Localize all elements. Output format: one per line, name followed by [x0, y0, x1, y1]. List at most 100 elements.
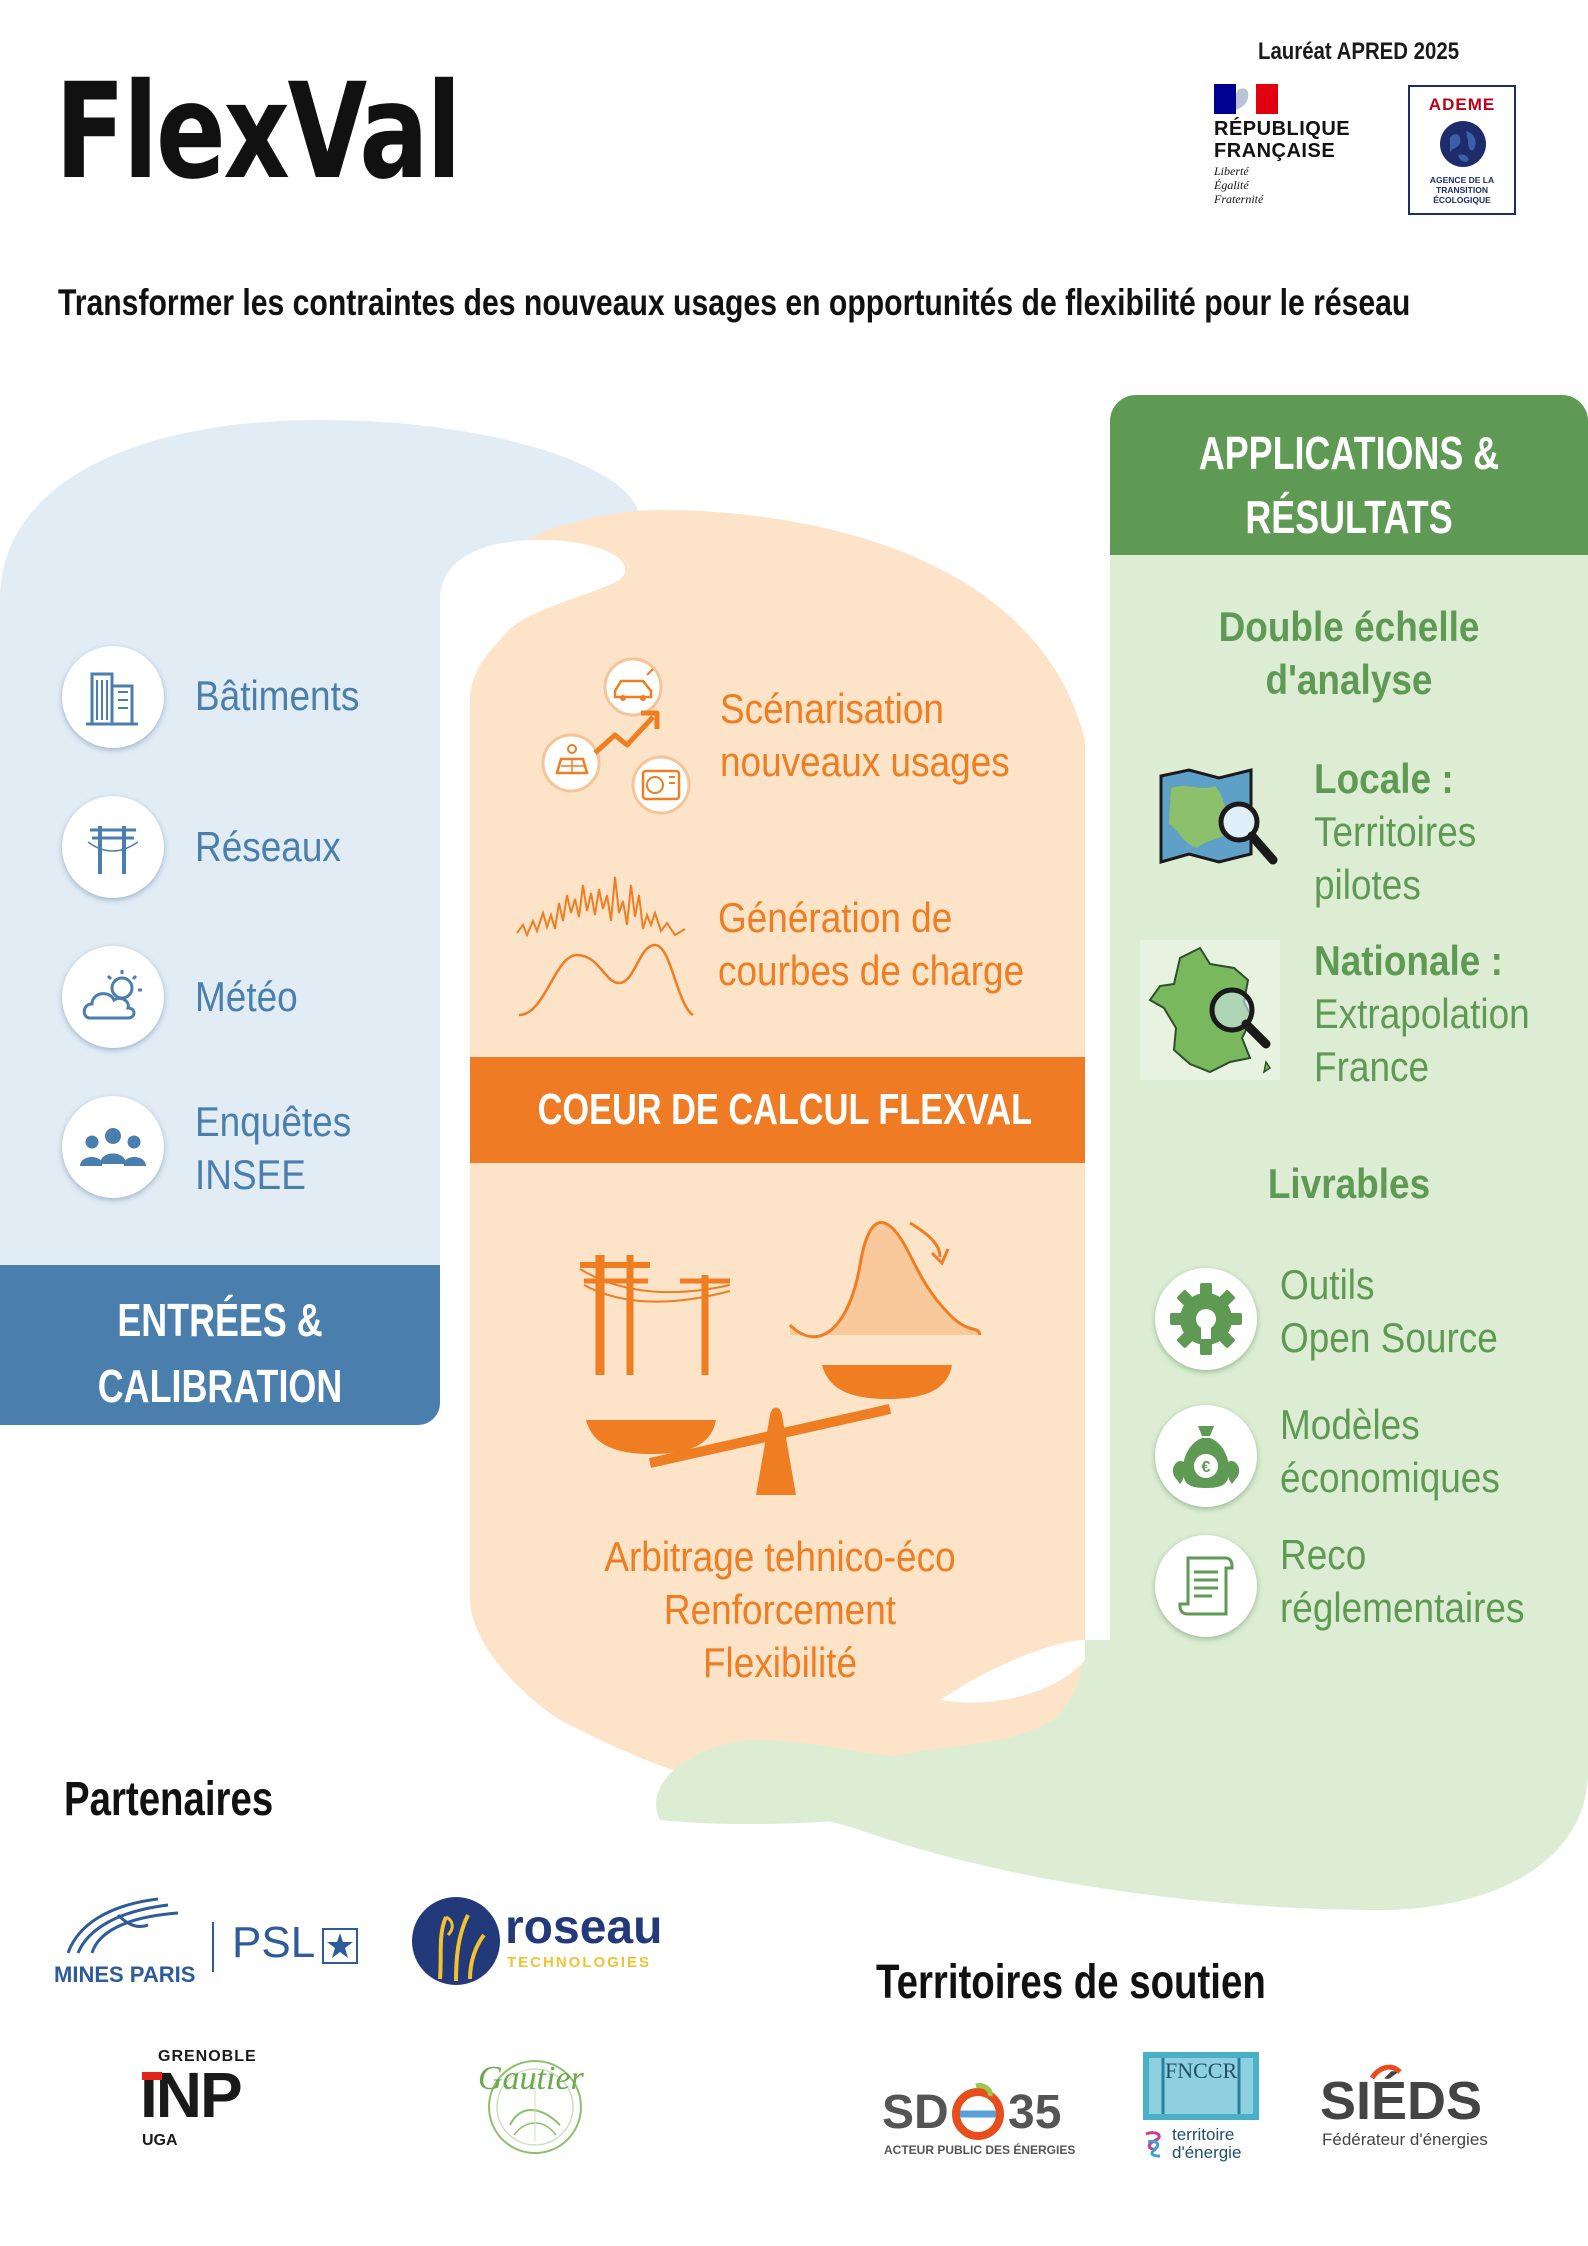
fnccr-sub-line2: d'énergie [1172, 2143, 1242, 2162]
page-subtitle: Transformer les contraintes des nouveaux… [58, 282, 1411, 323]
input-enquetes: Enquêtes INSEE [195, 1095, 351, 1201]
page-title: FlexVal [55, 55, 462, 209]
uga-label: UGA [142, 2132, 178, 2149]
arbitrage-line2: Renforcement [663, 1586, 897, 1633]
generation-line2: courbes de charge [718, 947, 1025, 994]
arbitrage-label: Arbitrage tehnico-éco Renforcement Flexi… [551, 1530, 1009, 1689]
nationale-text: Extrapolation France [1314, 987, 1530, 1093]
locale-title: Locale : [1314, 755, 1454, 802]
republique-francaise-logo: RÉPUBLIQUE FRANÇAISE Liberté Égalité Fra… [1212, 82, 1372, 222]
partenaires-heading: Partenaires [64, 1773, 274, 1826]
money-bag-icon: € [1155, 1405, 1257, 1507]
fnccr-swirl-icon [1145, 2131, 1161, 2158]
reco-label: Reco réglementaires [1280, 1528, 1524, 1634]
map-search-icon [1159, 768, 1278, 865]
sde35-num-label: 35 [1008, 2086, 1062, 2139]
inp-label: INP [140, 2059, 243, 2131]
grenoble-label: GRENOBLE [158, 2048, 257, 2065]
scenarisation-line2: nouveaux usages [720, 738, 1010, 785]
globe-icon [1440, 121, 1486, 167]
psl-star-icon [322, 1928, 358, 1964]
sieds-accent-icon [1369, 2064, 1402, 2080]
coeur-calcul-band: COEUR DE CALCUL FLEXVAL [470, 1057, 1085, 1163]
gautier-label: Gautier [478, 2060, 584, 2097]
balance-scale-icon [579, 1221, 982, 1495]
marianne-flag-icon [1214, 84, 1278, 114]
locale-text: Territoires pilotes [1314, 805, 1476, 911]
entrees-heading-line2: CALIBRATION [97, 1360, 343, 1412]
scenarisation-line1: Scénarisation [720, 685, 944, 732]
modeles-label: Modèles économiques [1280, 1398, 1500, 1504]
outils-line2: Open Source [1280, 1314, 1498, 1361]
ademe-subtitle: AGENCE DE LA TRANSITION ÉCOLOGIQUE [1410, 175, 1514, 205]
inp-accent [142, 2072, 162, 2080]
applications-heading: APPLICATIONS & RÉSULTATS [1163, 421, 1536, 549]
power-pole-icon [62, 796, 164, 898]
roseau-label: roseau [505, 1901, 663, 1954]
rf-motto-3: Fraternité [1214, 192, 1264, 206]
load-curve-icon [516, 876, 694, 1017]
ademe-sub-2: TRANSITION [1436, 185, 1488, 195]
arbitrage-line1: Arbitrage tehnico-éco [604, 1533, 956, 1580]
scenarisation-label: Scénarisation nouveaux usages [720, 682, 1010, 788]
input-batiments: Bâtiments [195, 672, 360, 719]
input-reseaux: Réseaux [195, 823, 341, 870]
territoires-heading: Territoires de soutien [876, 1956, 1266, 2009]
ademe-sub-1: AGENCE DE LA [1429, 175, 1495, 185]
nationale-line1: Extrapolation [1314, 990, 1530, 1037]
sde35-sub-label: ACTEUR PUBLIC DES ÉNERGIES [884, 2143, 1076, 2157]
scenario-icons [541, 657, 691, 815]
generation-label: Génération de courbes de charge [718, 891, 1024, 997]
france-map-icon [1140, 940, 1280, 1080]
rf-motto-1: Liberté [1214, 164, 1249, 178]
locale-line2: pilotes [1314, 861, 1421, 908]
livrables-heading: Livrables [1267, 1160, 1431, 1207]
ademe-name: ADEME [1428, 95, 1496, 114]
roseau-sub-label: TECHNOLOGIES [507, 1954, 652, 1971]
input-meteo: Météo [195, 973, 298, 1020]
gear-icon [1155, 1268, 1257, 1370]
svg-text:€: € [1202, 1459, 1211, 1476]
applications-header: APPLICATIONS & RÉSULTATS [1110, 395, 1588, 555]
nationale-line2: France [1314, 1043, 1430, 1090]
double-echelle-line2: d'analyse [1265, 656, 1433, 703]
mines-divider [212, 1922, 214, 1972]
nationale-title: Nationale : [1314, 937, 1503, 984]
roseau-logo-icon [412, 1897, 500, 1985]
rf-motto: Liberté Égalité Fraternité [1214, 164, 1263, 206]
mines-paris-logo-icon [66, 1897, 179, 1954]
input-enquetes-line2: INSEE [195, 1151, 306, 1198]
fnccr-label: FNCCR [1165, 2058, 1238, 2083]
modeles-line1: Modèles [1280, 1401, 1420, 1448]
coeur-calcul-label: COEUR DE CALCUL FLEXVAL [537, 1085, 1033, 1134]
mines-paris-label: MINES PARIS [54, 1962, 196, 1987]
applications-heading-line1: APPLICATIONS & [1198, 427, 1500, 479]
rf-motto-2: Égalité [1214, 178, 1249, 192]
entrees-panel: ENTRÉES & CALIBRATION [0, 1265, 440, 1425]
fnccr-logo-icon [1143, 2052, 1259, 2120]
double-echelle-heading: Double échelle d'analyse [1139, 600, 1560, 706]
fnccr-sub-label: territoire d'énergie [1172, 2126, 1241, 2162]
modeles-line2: économiques [1280, 1454, 1500, 1501]
scroll-icon [1155, 1535, 1257, 1637]
building-icon [62, 646, 164, 748]
cloud-sun-icon [62, 946, 164, 1048]
reco-line2: réglementaires [1280, 1584, 1525, 1631]
rf-name: RÉPUBLIQUE FRANÇAISE [1214, 118, 1350, 162]
people-icon [62, 1096, 164, 1198]
sieds-label: SIÉDS [1320, 2071, 1483, 2131]
entrees-heading: ENTRÉES & CALIBRATION [48, 1287, 391, 1419]
rf-name-line2: FRANÇAISE [1214, 140, 1336, 162]
outils-line1: Outils [1280, 1261, 1375, 1308]
fnccr-sub-line1: territoire [1172, 2125, 1235, 2144]
sde35-e-icon [952, 2083, 1004, 2140]
ademe-sub-3: ÉCOLOGIQUE [1433, 195, 1491, 205]
reco-line1: Reco [1280, 1531, 1367, 1578]
gautier-logo-icon [488, 2060, 582, 2154]
ademe-logo: ADEME AGENCE DE LA TRANSITION ÉCOLOGIQUE [1408, 85, 1516, 215]
psl-label: PSL [232, 1918, 316, 1967]
outils-label: Outils Open Source [1280, 1258, 1498, 1364]
laureat-label: Lauréat APRED 2025 [1258, 38, 1460, 65]
input-enquetes-line1: Enquêtes [195, 1098, 352, 1145]
sieds-sub-label: Fédérateur d'énergies [1322, 2130, 1488, 2149]
